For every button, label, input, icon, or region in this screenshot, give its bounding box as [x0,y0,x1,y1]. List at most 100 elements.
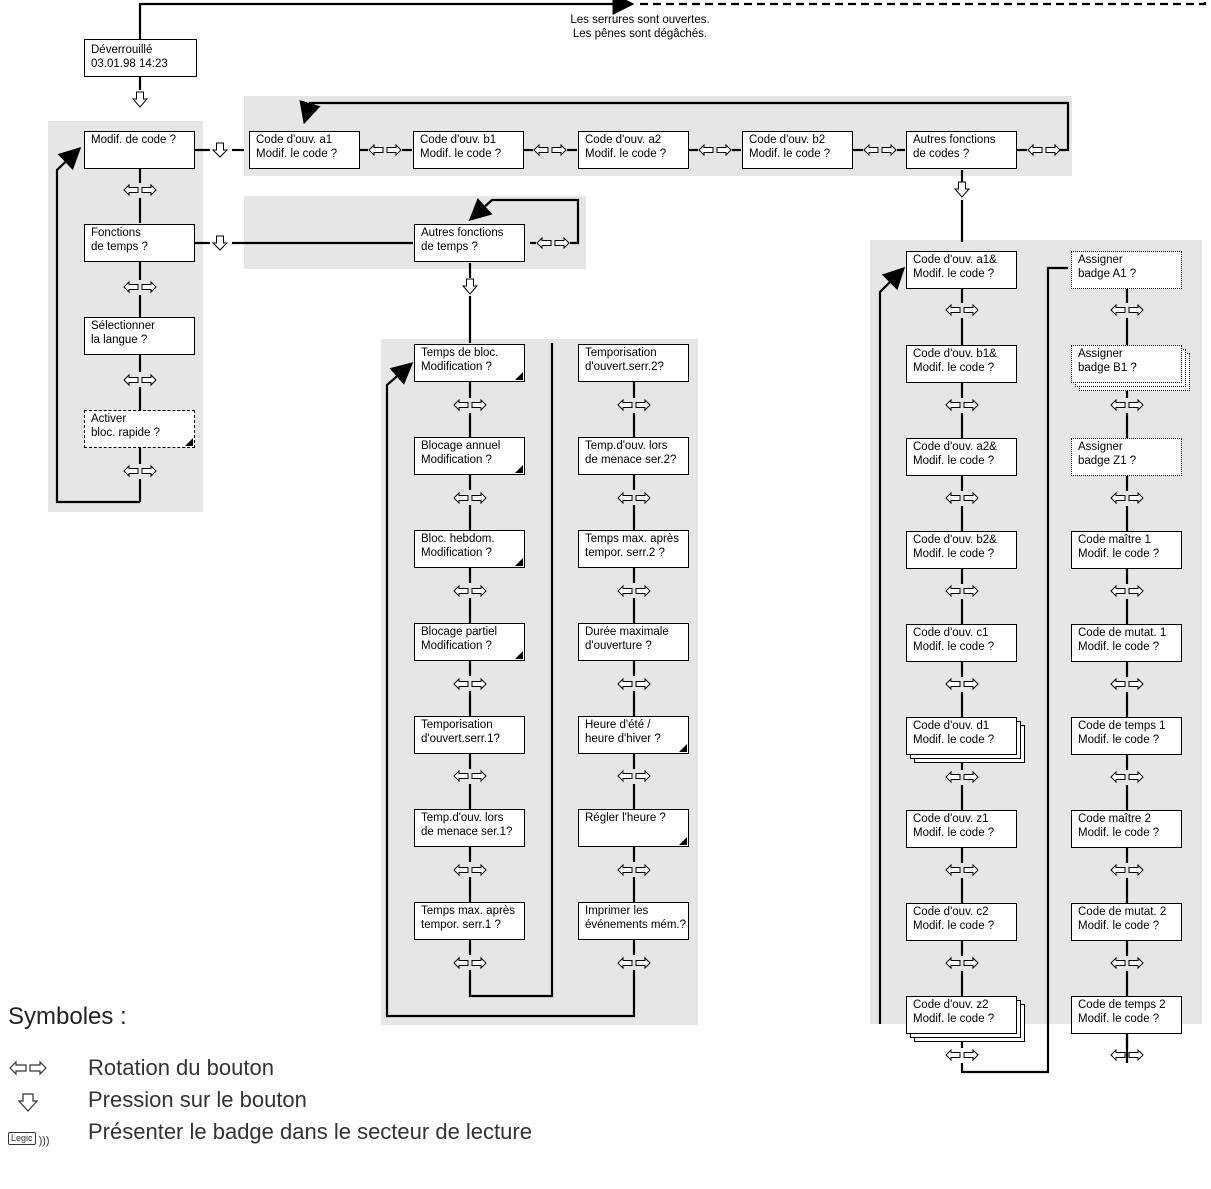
time-right-item[interactable]: Régler l'heure ? [578,809,689,847]
rotation-arrows-icon [123,280,157,294]
menu-item-line2: Modification ? [421,640,492,652]
menu-item-line2: Modif. le code ? [913,1013,995,1025]
rotation-arrows-icon [1027,143,1061,157]
time-left-item[interactable]: Temps de bloc.Modification ? [414,344,525,382]
menu-item-line1: Temp.d'ouv. lors [421,812,504,824]
menu-item-line1: Code d'ouv. a1 [256,134,333,146]
rotation-arrows-icon [1110,491,1144,505]
menu-item-line1: Imprimer les [585,905,649,917]
menu-item-line2: de codes ? [913,148,970,160]
rotation-arrows-icon [1110,677,1144,691]
menu-item-line2: Modif. le code ? [1078,1013,1160,1025]
menu-item-line1: Temporisation [585,347,657,359]
rotation-arrows-icon [453,863,487,877]
rotation-arrows-icon [945,770,979,784]
rotation-arrows-icon [698,143,732,157]
rotation-arrows-icon [945,491,979,505]
menu-item-line1: Code d'ouv. b2 [749,134,826,146]
rotation-arrows-icon [945,677,979,691]
menu-item-line2: événements mém.? [585,919,686,931]
menu-item-line1: Régler l'heure ? [585,812,666,824]
rotation-arrows-icon [453,398,487,412]
legend-badge-text: Présenter le badge dans le secteur de le… [88,1119,532,1145]
rotation-arrows-icon [945,303,979,317]
menu-item-line2: Modif. le code ? [1078,548,1160,560]
menu-item-line2: Modif. le code ? [913,268,995,280]
legend-title: Symboles : [8,1003,127,1030]
time-left-item[interactable]: Bloc. hebdom.Modification ? [414,530,525,568]
menu-item-line1: Durée maximale [585,626,669,638]
menu-item-line2: de temps ? [91,241,148,253]
menu-item-line2: Modification ? [421,454,492,466]
press-button-icon [212,235,229,253]
legend-badge: Legic ))) Présenter le badge dans le sec… [8,1118,532,1147]
rotation-arrows-icon [123,464,157,478]
menu-item-line1: Code maître 2 [1078,813,1151,825]
rotation-arrows-icon [453,677,487,691]
rotation-arrows-icon [536,236,570,250]
press-button-icon [212,142,229,160]
code-left-item[interactable]: Code d'ouv. b1&Modif. le code ? [906,345,1017,383]
menu-item-line2: tempor. serr.1 ? [421,919,501,931]
menu-item-line1: Sélectionner [91,320,155,332]
menu-item-line1: Blocage partiel [421,626,498,638]
main-menu-item[interactable]: Modif. de code ? [84,131,195,169]
rotation-arrows-icon [617,584,651,598]
code-right-item[interactable]: Code maître 2 Modif. le code ? [1071,810,1182,848]
time-right-item[interactable]: Heure d'été /heure d'hiver ? [578,716,689,754]
menu-item-line2: d'ouvert.serr.2? [585,361,664,373]
time-right-item[interactable]: Imprimer les événements mém.? [578,902,689,940]
code-left-item[interactable]: Code d'ouv. b2&Modif. le code ? [906,531,1017,569]
menu-item-line2: Modif. le code ? [913,734,995,746]
menu-item-line1: Code d'ouv. c1 [913,627,989,639]
menu-item-line2: badge A1 ? [1078,268,1137,280]
rotation-arrows-icon [368,143,402,157]
rotation-arrows-icon [863,143,897,157]
time-right-item[interactable]: Temporisation d'ouvert.serr.2? [578,344,689,382]
status-line2: 03.01.98 14:23 [91,58,168,70]
rotation-arrows-icon [945,1048,979,1062]
code-left-item[interactable]: Code d'ouv. a2&Modif. le code ? [906,438,1017,476]
menu-item-line1: Code d'ouv. a2 [585,134,662,146]
legend-rotation-text: Rotation du bouton [88,1055,274,1081]
code-left-item[interactable]: Code d'ouv. a1&Modif. le code ? [906,251,1017,289]
menu-item-line1: Code de mutat. 1 [1078,627,1167,639]
menu-item-line1: Assigner [1078,441,1123,453]
status-box: Déverrouillé 03.01.98 14:23 [84,39,197,77]
menu-item-line1: Code d'ouv. b1 [420,134,497,146]
menu-item-line2: Modif. le code ? [1078,827,1160,839]
press-button-icon [132,91,148,109]
menu-item-line1: Activer [91,413,127,425]
menu-item-line1: Blocage annuel [421,440,501,452]
